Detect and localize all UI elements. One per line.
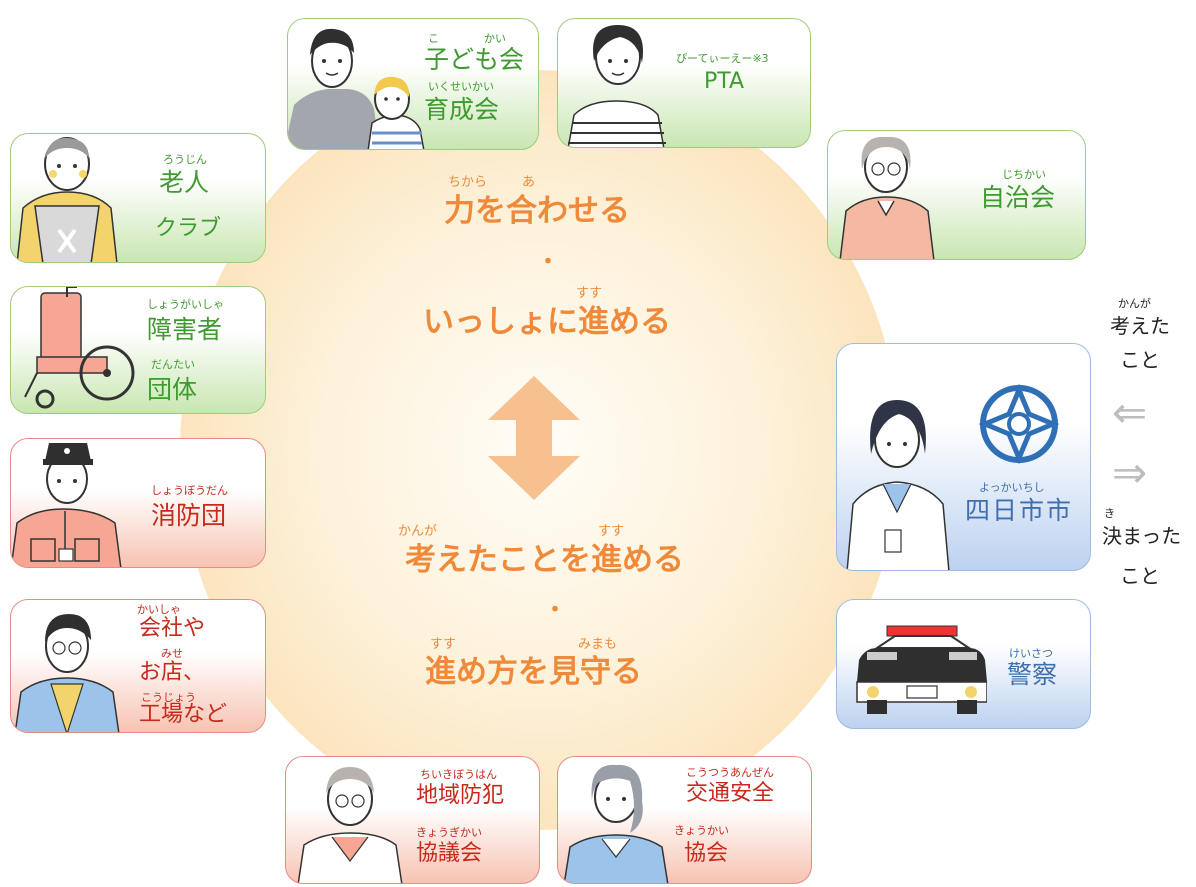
center-ruby-1a: ちから xyxy=(448,175,488,190)
center-ruby-3a: かんが xyxy=(398,524,438,539)
kotsu-name: 交通安全 xyxy=(686,781,775,806)
card-shobodan: しょうぼうだん 消防団 xyxy=(10,438,266,568)
police-name: 警察 xyxy=(1007,660,1058,689)
card-jichikai: じちかい 自治会 xyxy=(827,130,1086,260)
decided-ruby: き xyxy=(1104,507,1115,520)
police-ruby: けいさつ xyxy=(1009,647,1053,660)
center-ruby-1b: あ xyxy=(522,175,536,190)
kodomokai-name: 子ども会 xyxy=(424,45,525,74)
kodomokai-ruby-1: こ xyxy=(428,32,439,45)
mise-ruby: みせ xyxy=(161,647,183,660)
shobodan-ruby: しょうぼうだん xyxy=(151,484,228,497)
center-ruby-3b: すす xyxy=(598,524,625,539)
city-name: 四日市市 xyxy=(965,496,1074,525)
kyokai-name: 協会 xyxy=(684,841,729,866)
ikuseikai-name: 育成会 xyxy=(424,95,500,124)
center-ruby-4a: すす xyxy=(430,637,457,652)
card-kodomokai: こ かい 子ども会 いくせいかい 育成会 xyxy=(287,18,539,150)
center-line-4: 進め方を見守る xyxy=(425,654,642,690)
elderly-man-illustration xyxy=(16,137,118,262)
police-car-icon xyxy=(856,625,987,714)
thought-label-2: こと xyxy=(1120,348,1160,372)
firefighter-illustration xyxy=(11,443,122,567)
kojo-ruby: こうじょう xyxy=(141,691,196,704)
office-woman-illustration xyxy=(563,764,669,883)
kotsu-ruby: こうつうあんぜん xyxy=(686,766,774,779)
center-ruby-4b: みまも xyxy=(578,637,618,652)
elderly-woman-illustration xyxy=(839,136,935,259)
card-shogaisha: しょうがいしゃ 障害者 だんたい 団体 xyxy=(10,286,266,414)
club-name: クラブ xyxy=(155,216,222,241)
card-pta: ぴーてぃーえー※3 PTA xyxy=(557,18,811,148)
senior-man-illustration xyxy=(297,767,403,883)
jichikai-ruby: じちかい xyxy=(1002,168,1046,181)
center-dot-1: ・ xyxy=(537,250,560,275)
card-kaisha: かいしゃ 会社や みせ お店、 こうじょう 工場など xyxy=(10,599,266,733)
jichikai-name: 自治会 xyxy=(980,183,1056,212)
shogaisha-ruby: しょうがいしゃ xyxy=(147,298,224,311)
thought-ruby: かんが xyxy=(1118,297,1151,310)
city-emblem-icon xyxy=(978,383,1060,465)
dantai-name: 団体 xyxy=(147,375,198,404)
wheelchair-icon xyxy=(24,287,135,409)
card-kotsu: こうつうあんぜん 交通安全 きょうかい 協会 xyxy=(557,756,812,884)
kodomokai-ruby-1b: かい xyxy=(484,32,506,45)
kaisha-name: 会社や xyxy=(139,616,206,641)
pta-woman-illustration xyxy=(567,25,666,147)
card-police: けいさつ 警察 xyxy=(836,599,1091,729)
parent-child-illustration xyxy=(288,28,425,149)
decided-label-1: 決まった xyxy=(1102,524,1182,548)
double-arrow-icon xyxy=(488,376,580,500)
card-city: よっかいちし 四日市市 xyxy=(836,343,1091,571)
shobodan-name: 消防団 xyxy=(151,501,227,530)
kyokai-ruby: きょうかい xyxy=(674,824,729,837)
mise-name: お店、 xyxy=(139,660,206,685)
center-ruby-2: すす xyxy=(576,286,603,301)
center-line-2: いっしょに進める xyxy=(423,304,671,340)
dantai-ruby: だんたい xyxy=(151,358,195,371)
kojo-name: 工場など xyxy=(139,702,228,727)
center-line-1: 力を合わせる xyxy=(444,193,630,229)
rojin-name: 老人 xyxy=(159,168,210,197)
chiiki-name: 地域防犯 xyxy=(416,783,505,808)
center-dot-2: ・ xyxy=(544,598,567,623)
ikuseikai-ruby: いくせいかい xyxy=(428,80,494,93)
card-chiiki: ちいきぼうはん 地域防犯 きょうぎかい 協議会 xyxy=(285,756,540,884)
shogaisha-name: 障害者 xyxy=(147,315,223,344)
kaisha-ruby: かいしゃ xyxy=(137,603,181,616)
arrow-right-icon: ⇒ xyxy=(1112,448,1148,497)
arrow-left-icon: ⇐ xyxy=(1112,388,1148,437)
pta-ruby: ぴーてぃーえー※3 xyxy=(676,52,769,65)
city-ruby: よっかいちし xyxy=(979,481,1045,494)
kyogikai-name: 協議会 xyxy=(416,841,483,866)
decided-label-2: こと xyxy=(1120,564,1160,588)
chiiki-ruby: ちいきぼうはん xyxy=(420,768,497,781)
pta-name: PTA xyxy=(704,69,745,94)
thought-label-1: 考えた xyxy=(1110,314,1170,338)
rojin-ruby: ろうじん xyxy=(163,153,207,166)
city-staff-illustration xyxy=(846,383,1060,570)
card-rojin: ろうじん 老人 クラブ xyxy=(10,133,266,263)
center-line-3: 考えたことを進める xyxy=(405,542,684,578)
businessman-illustration xyxy=(14,614,120,732)
kyogikai-ruby: きょうぎかい xyxy=(416,826,482,839)
